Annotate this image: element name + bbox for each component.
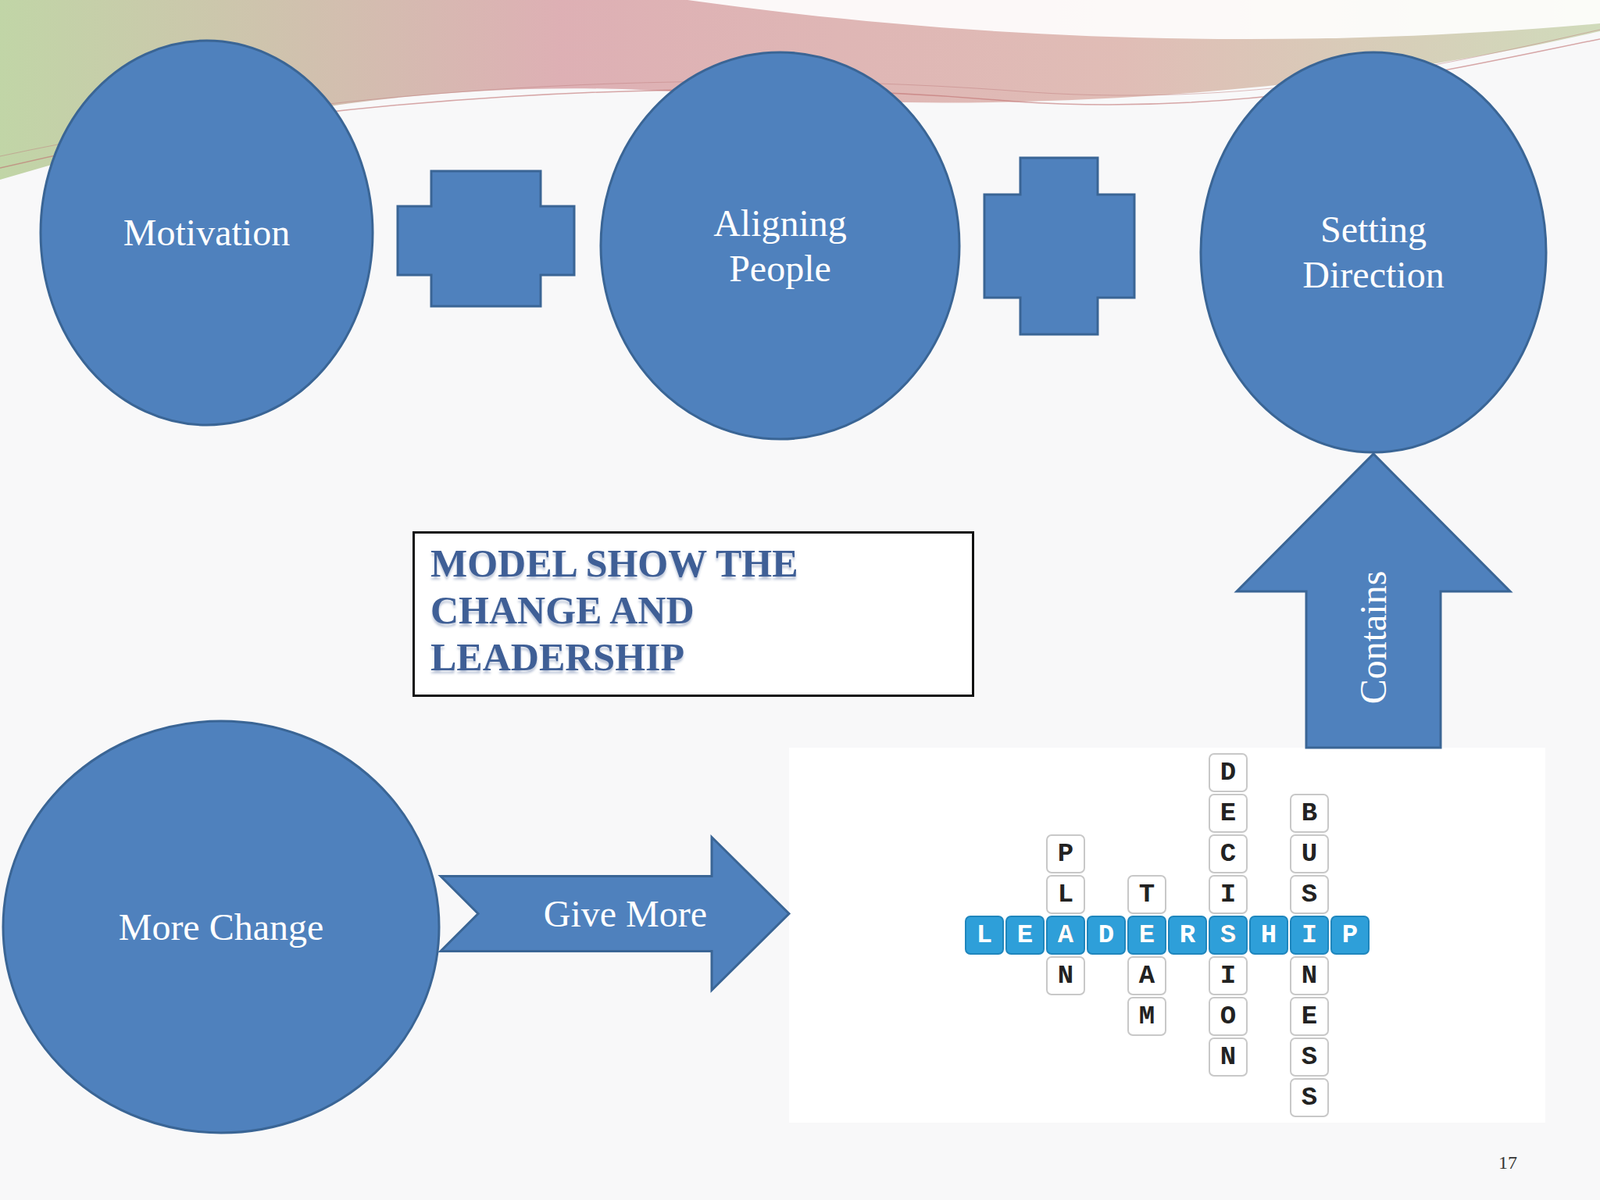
- image-node: LEADERSHIPPLAN TEAM DECISION BUSINESS: [789, 747, 1546, 1123]
- node-text-wrap: Setting Direction: [1199, 50, 1548, 454]
- ellipse-node: Setting Direction: [1199, 50, 1548, 454]
- tile-word: PLAN: [1057, 833, 1074, 997]
- image-background: [789, 747, 1546, 1123]
- ellipse-shape: [1200, 52, 1547, 453]
- block-arrow: [1236, 453, 1511, 748]
- plus-symbol: [397, 171, 575, 307]
- node-text: More Change: [118, 904, 325, 950]
- arrow-label: Contains: [1354, 571, 1393, 705]
- tile-word: LEADERSHIP: [976, 914, 1383, 956]
- ellipse-shape: [3, 721, 440, 1133]
- node-text-wrap: More Change: [1, 719, 441, 1135]
- ellipse-node: Aligning People: [599, 50, 961, 441]
- title-text: MODEL SHOW THE CHANGE AND LEADERSHIP: [430, 539, 868, 681]
- top-swoosh: [687, 0, 1600, 40]
- ellipse-node: Motivation: [39, 39, 375, 427]
- page-number: 17: [1498, 1153, 1518, 1172]
- node-text: Setting Direction: [1267, 207, 1479, 298]
- node-text: Motivation: [123, 210, 290, 256]
- tile-word: BUSINESS: [1301, 792, 1318, 1118]
- node-text: Aligning People: [682, 200, 879, 292]
- arrow-label: Give More: [543, 895, 708, 933]
- node-text-wrap: Motivation: [39, 39, 375, 427]
- block-arrow: [440, 837, 790, 991]
- title-box: MODEL SHOW THE CHANGE AND LEADERSHIP: [412, 531, 975, 697]
- ellipse-outline: [599, 50, 961, 441]
- ellipse-node: More Change: [1, 719, 441, 1135]
- node-text-wrap: Aligning People: [599, 50, 961, 441]
- tile-word: TEAM: [1139, 874, 1155, 1037]
- ellipse-shape: [40, 40, 373, 425]
- tile-word: DECISION: [1220, 752, 1236, 1078]
- ellipse-outline: [1199, 50, 1548, 454]
- plus-symbol: [984, 157, 1135, 335]
- ellipse-shape: [600, 52, 960, 440]
